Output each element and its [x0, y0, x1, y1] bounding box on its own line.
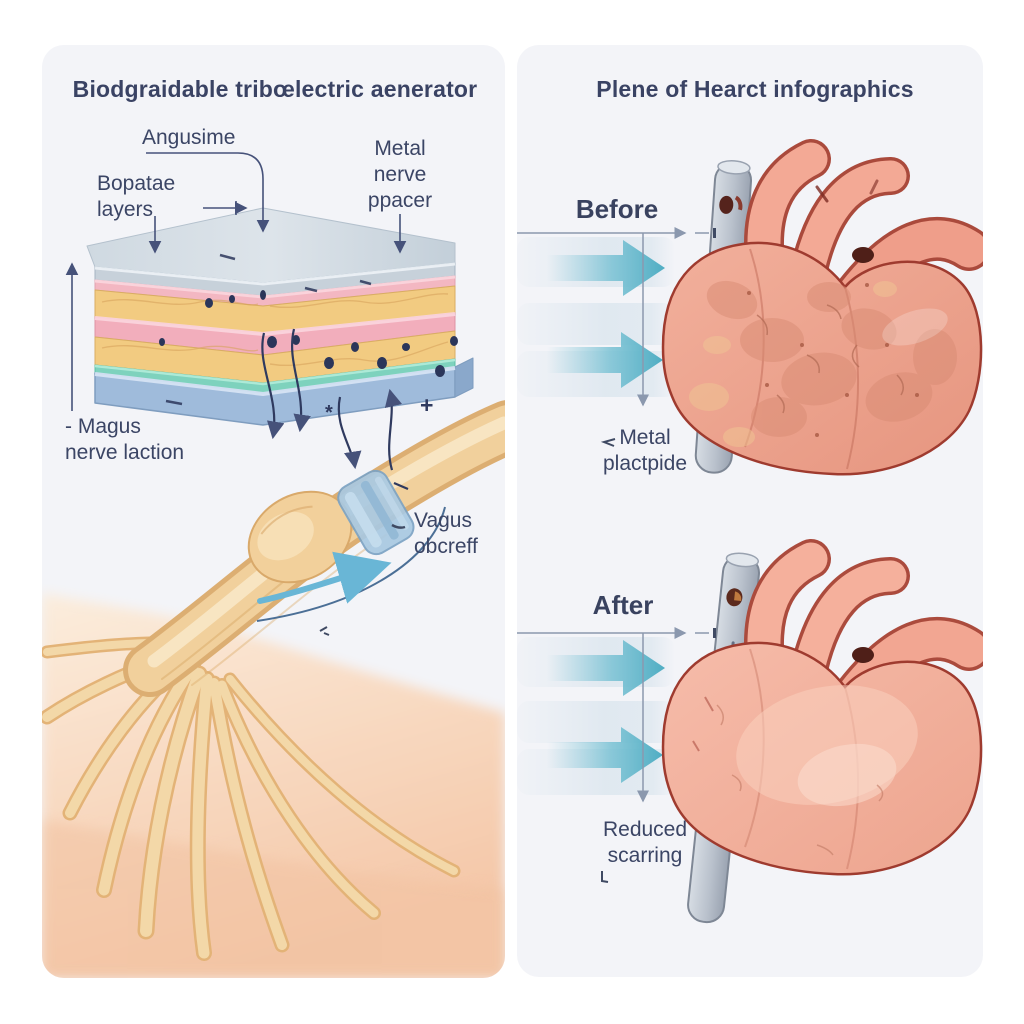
label-magus-line2: nerve laction [65, 441, 185, 465]
triboelectric-device [86, 207, 474, 426]
after-flow-bands [517, 637, 677, 795]
before-flow-bands [517, 237, 677, 397]
before-teal-arrow-2 [547, 332, 663, 388]
label-pacer-line2: nerve [373, 163, 427, 187]
left-artwork [42, 152, 505, 978]
after-annotation-line2: scarring [607, 844, 683, 868]
right-title: Plene of Hearct infographics [596, 76, 914, 102]
heart-before-illustration [661, 139, 983, 476]
heart-dark-vessel-opening [852, 247, 874, 263]
heart-after-illustration [661, 539, 983, 924]
after-annotation: Reduced scarring [603, 817, 687, 869]
before-teal-arrow-1 [547, 240, 665, 296]
left-panel: Biodgraidable tribœlectric aenerator Ang… [42, 45, 505, 978]
after-label: After [592, 590, 654, 620]
nerve-cuff-ring [337, 469, 415, 556]
label-pacer-line3: ppacer [367, 189, 433, 213]
right-panel: Plene of Hearct infographics Before Meta… [517, 45, 983, 977]
asterisk-mark: * [325, 402, 333, 424]
charge-flow-arrows [261, 328, 409, 491]
before-annotation-line2: plactpide [602, 452, 688, 476]
after-teal-arrow-2 [547, 727, 663, 783]
label-magus-line1: - Magus [65, 415, 141, 438]
label-magus-nerve: - Magus nerve laction [65, 414, 184, 466]
nerve-ganglion-bulge [247, 490, 353, 584]
before-annotation-line1: Metal [619, 426, 671, 449]
label-vagus-line1: Vagus [414, 509, 472, 532]
label-metal-nerve-pacer: Metal nerve ppacer [368, 136, 432, 214]
label-layers-line1: Bopatae [97, 172, 176, 195]
left-title: Biodgraidable tribœlectric aenerator [72, 76, 478, 102]
label-angusime: Angusime [142, 126, 236, 149]
label-layers-line2: layers [97, 198, 154, 222]
label-pacer-line1: Metal [374, 137, 426, 160]
annotation-lines [517, 227, 716, 803]
charge-specks [159, 290, 458, 377]
tiny-marks [600, 438, 616, 883]
right-artwork [517, 139, 983, 924]
plus-sign: + [420, 392, 434, 418]
scarring-mottle [706, 280, 957, 437]
after-annotation-line1: Reduced [602, 818, 688, 841]
callout-lines [65, 152, 407, 411]
before-annotation: Metal plactpide [603, 425, 687, 477]
signal-arcs [256, 506, 446, 636]
label-layers: Bopatae layers [97, 171, 175, 223]
before-label: Before [575, 194, 659, 224]
after-teal-arrow-1 [547, 640, 665, 696]
label-vagus-line2: obcreff [414, 535, 478, 559]
label-vagus-cuff: Vagus obcreff [414, 508, 478, 560]
